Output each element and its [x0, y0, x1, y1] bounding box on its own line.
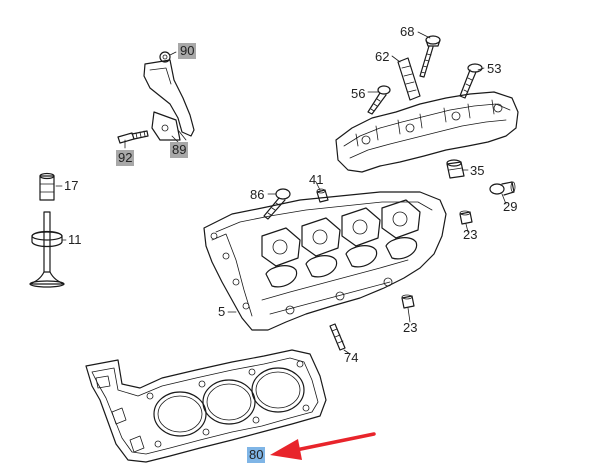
callout-11: 11 [68, 232, 82, 247]
callout-86: 86 [250, 187, 265, 202]
part-68-bolt [419, 35, 441, 78]
part-35-plug [446, 159, 465, 179]
part-23-lower [401, 294, 415, 309]
part-5-cylinder-head [203, 191, 447, 331]
part-29-plug [489, 181, 516, 196]
part-89-bracket [143, 59, 195, 141]
part-90-washer [159, 51, 171, 63]
leader-lines [55, 31, 507, 355]
callout-23-upper: 23 [463, 227, 478, 242]
callout-53: 53 [487, 61, 502, 76]
part-74-stud [329, 323, 346, 351]
part-41-dowel [316, 188, 329, 203]
part-56-bolt [367, 85, 391, 115]
callout-23-lower: 23 [403, 320, 418, 335]
callout-74: 74 [344, 350, 359, 365]
callout-68: 68 [400, 24, 415, 39]
part-92-bolt [117, 130, 149, 144]
callout-80: 80 [247, 447, 266, 463]
callout-29: 29 [503, 199, 518, 214]
callout-17: 17 [64, 178, 79, 193]
callout-41: 41 [309, 172, 324, 187]
callout-89: 89 [170, 142, 189, 158]
callout-92: 92 [116, 150, 135, 166]
callout-62: 62 [375, 49, 390, 64]
part-23-upper [459, 210, 473, 225]
part-80-head-gasket [85, 349, 327, 463]
callout-35: 35 [470, 163, 485, 178]
part-62-stud [397, 57, 421, 101]
part-17-seal [39, 172, 55, 201]
part-53-bolt [459, 63, 483, 99]
callout-5: 5 [218, 304, 226, 319]
part-11-valve [29, 211, 65, 288]
red-pointer-arrow-icon [270, 432, 376, 460]
callout-90: 90 [178, 43, 197, 59]
callout-56: 56 [351, 86, 366, 101]
cam-carrier [335, 91, 519, 173]
